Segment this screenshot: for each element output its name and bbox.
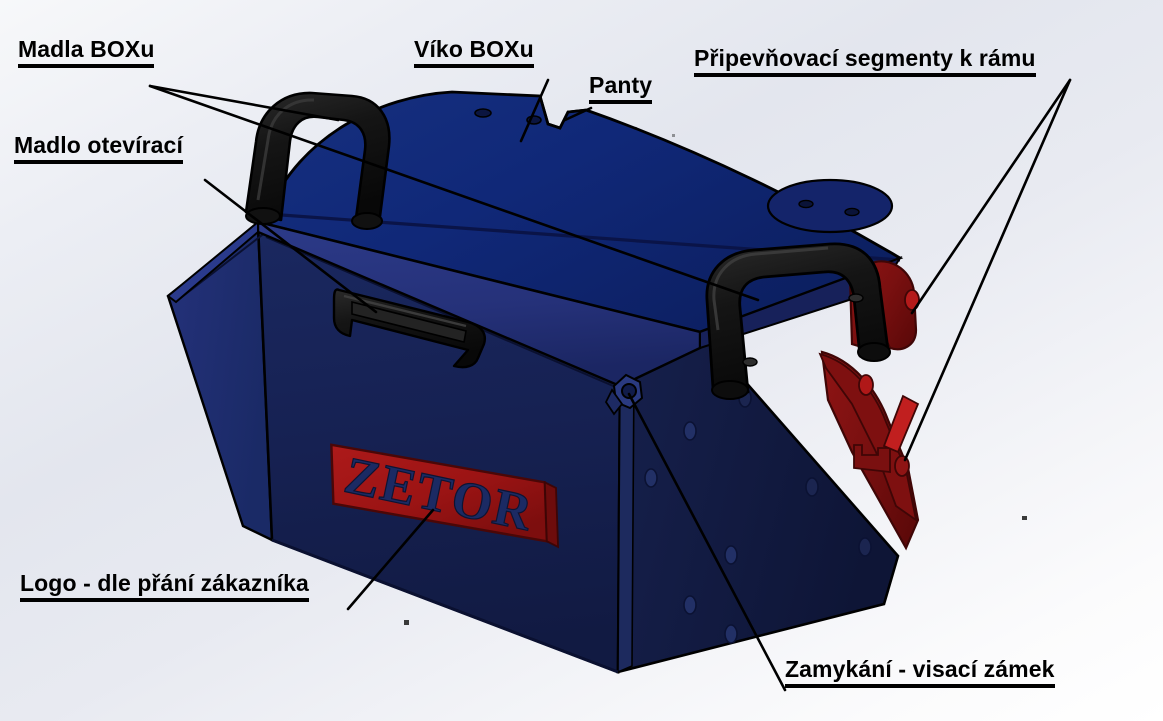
handle-highlight-right — [712, 246, 829, 331]
body-face-left — [166, 222, 274, 542]
stray-dot — [1022, 516, 1027, 520]
leader-madla-2 — [148, 84, 760, 302]
box-body — [166, 222, 900, 674]
stray-dot — [404, 620, 409, 625]
leader-segmenty-2 — [903, 78, 1072, 462]
leader-madlo — [203, 178, 378, 314]
leader-logo — [346, 508, 435, 611]
hasp-tab — [604, 388, 624, 416]
leader-panty — [563, 106, 593, 122]
handle-screw — [742, 357, 758, 367]
callout-panty: Panty — [589, 74, 653, 104]
lid-lip-left — [166, 219, 259, 304]
leader-zamykani — [627, 392, 787, 692]
bracket-hole — [894, 455, 910, 477]
callout-madla-boxu: Madla BOXu — [18, 38, 155, 68]
stray-marks — [404, 134, 1027, 625]
opening-handle-highlight — [343, 294, 467, 328]
hasp-hole — [621, 383, 637, 399]
handle-loop-left — [244, 91, 391, 226]
bracket-hook — [882, 394, 920, 454]
rivet-hole — [644, 468, 658, 488]
body-edge-chamfer — [617, 370, 635, 674]
carry-handle-left — [244, 91, 391, 230]
bracket-hole — [858, 374, 874, 396]
body-bottom-rim — [271, 538, 619, 674]
bracket-hole — [904, 289, 920, 311]
rivet-hole — [724, 545, 738, 565]
logo-plate-edge — [543, 480, 560, 549]
callout-pripevnovaci-segmenty: Připevňovací segmenty k rámu — [694, 47, 1036, 77]
handle-highlight-left — [256, 98, 315, 201]
handle-foot — [857, 342, 891, 362]
bracket-notch — [853, 444, 891, 474]
leader-viko — [519, 78, 550, 143]
handle-loop-right — [705, 242, 890, 394]
handle-foot — [351, 212, 383, 230]
callout-logo-dle-prani: Logo - dle přání zákazníka — [20, 572, 309, 602]
hinge-hole — [474, 108, 492, 118]
lid-mount-hole — [798, 199, 814, 209]
stray-dot — [672, 134, 675, 137]
handle-foot — [711, 380, 749, 400]
lid-mount-hole — [844, 207, 860, 217]
body-lip-line-front — [265, 236, 619, 389]
carry-handle-right — [705, 242, 891, 400]
callout-madlo-oteviraci: Madlo otevírací — [14, 134, 183, 164]
hinge-notch — [538, 95, 587, 130]
rivet-hole — [683, 595, 697, 615]
lid-mount-pad — [766, 178, 894, 234]
rivet-hole — [805, 477, 819, 497]
handle-screw — [848, 293, 864, 303]
leader-madla-1 — [148, 84, 340, 122]
opening-handle-grip — [351, 300, 467, 343]
leader-segmenty-1 — [910, 78, 1072, 315]
rivet-hole — [858, 537, 872, 557]
lock-hasp — [604, 373, 644, 416]
leader-lines — [148, 78, 1072, 692]
rivet-hole — [724, 624, 738, 644]
rivet-hole — [683, 421, 697, 441]
callout-viko-boxu: Víko BOXu — [414, 38, 534, 68]
callout-zamykani-visaci-zamek: Zamykání - visací zámek — [785, 658, 1055, 688]
